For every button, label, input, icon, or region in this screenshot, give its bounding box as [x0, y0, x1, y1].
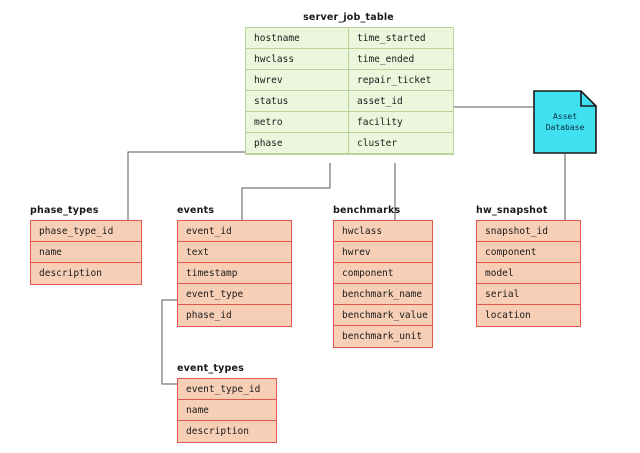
table-row[interactable]: location	[477, 305, 580, 326]
field-status: status	[246, 91, 349, 111]
field-benchmark-name: benchmark_name	[342, 288, 423, 300]
field-description: description	[39, 268, 102, 279]
table-row[interactable]: snapshot_id	[477, 221, 580, 242]
field-serial: serial	[485, 288, 520, 300]
table-row[interactable]: timestamp	[178, 263, 291, 284]
table-row[interactable]: hostname time_started	[246, 28, 453, 49]
table-row[interactable]: status asset_id	[246, 91, 453, 112]
entity-title-phase-types: phase_types	[30, 205, 99, 216]
field-event-type-id: event_type_id	[186, 383, 261, 395]
field-event-id: event_id	[186, 225, 232, 237]
table-row[interactable]: hwclass time_ended	[246, 49, 453, 70]
field-repair-ticket: repair_ticket	[357, 74, 432, 86]
table-row[interactable]: model	[477, 263, 580, 284]
entity-title-hw-snapshot: hw_snapshot	[476, 205, 548, 216]
field-metro: metro	[246, 112, 349, 132]
table-row[interactable]: event_id	[178, 221, 291, 242]
table-row[interactable]: metro facility	[246, 112, 453, 133]
field-hwclass: hwclass	[246, 49, 349, 69]
field-hwclass: hwclass	[342, 225, 383, 237]
field-phase-id: phase_id	[186, 310, 232, 321]
field-time-started: time_started	[357, 32, 426, 44]
field-benchmark-unit: benchmark_unit	[342, 331, 423, 342]
table-row[interactable]: description	[178, 421, 276, 442]
entity-events[interactable]: events event_id text timestamp event_typ…	[177, 205, 292, 327]
field-component: component	[485, 246, 537, 258]
table-row[interactable]: text	[178, 242, 291, 263]
table-row[interactable]: component	[334, 263, 432, 284]
entity-hw-snapshot[interactable]: hw_snapshot snapshot_id component model …	[476, 205, 581, 327]
table-row[interactable]: hwrev	[334, 242, 432, 263]
entity-title-events: events	[177, 205, 215, 216]
table-row[interactable]: phase cluster	[246, 133, 453, 154]
entity-benchmarks[interactable]: benchmarks hwclass hwrev component bench…	[333, 205, 433, 348]
table-row[interactable]: name	[31, 242, 141, 263]
field-asset-id: asset_id	[357, 95, 403, 107]
table-row[interactable]: benchmark_name	[334, 284, 432, 305]
field-name: name	[39, 246, 62, 258]
table-row[interactable]: event_type_id	[178, 379, 276, 400]
entity-event-types[interactable]: event_types event_type_id name descripti…	[177, 363, 277, 443]
entity-title-benchmarks: benchmarks	[333, 205, 401, 216]
external-source-asset-database[interactable]: Asset Database	[533, 90, 597, 154]
field-hwrev: hwrev	[246, 70, 349, 90]
entity-server-job-table[interactable]: server_job_table hostname time_started h…	[245, 12, 454, 155]
entity-title-event-types: event_types	[177, 363, 244, 374]
entity-title-server-job-table: server_job_table	[303, 12, 394, 23]
field-description: description	[186, 426, 249, 437]
entity-box-events: event_id text timestamp event_type phase…	[177, 220, 292, 327]
entity-box-benchmarks: hwclass hwrev component benchmark_name b…	[333, 220, 433, 348]
field-cluster: cluster	[357, 137, 398, 149]
wire-events-to-eventtypes	[161, 299, 177, 385]
entity-box-event-types: event_type_id name description	[177, 378, 277, 443]
field-hwrev: hwrev	[342, 246, 371, 258]
entity-box-phase-types: phase_type_id name description	[30, 220, 142, 285]
field-text: text	[186, 246, 209, 258]
field-snapshot-id: snapshot_id	[485, 225, 548, 237]
table-row[interactable]: event_type	[178, 284, 291, 305]
table-row[interactable]: phase_id	[178, 305, 291, 326]
document-icon	[533, 90, 597, 154]
field-phase-type-id: phase_type_id	[39, 225, 114, 237]
field-hostname: hostname	[246, 28, 349, 48]
table-row[interactable]: component	[477, 242, 580, 263]
table-row[interactable]: serial	[477, 284, 580, 305]
entity-phase-types[interactable]: phase_types phase_type_id name descripti…	[30, 205, 142, 285]
entity-box-server-job-table: hostname time_started hwclass time_ended…	[245, 27, 454, 155]
field-name: name	[186, 404, 209, 416]
field-location: location	[485, 310, 531, 321]
field-timestamp: timestamp	[186, 267, 238, 279]
table-row[interactable]: description	[31, 263, 141, 284]
field-phase: phase	[246, 133, 349, 153]
table-row[interactable]: hwclass	[334, 221, 432, 242]
table-row[interactable]: phase_type_id	[31, 221, 141, 242]
table-row[interactable]: name	[178, 400, 276, 421]
field-benchmark-value: benchmark_value	[342, 309, 428, 321]
table-row[interactable]: benchmark_unit	[334, 326, 432, 347]
entity-box-hw-snapshot: snapshot_id component model serial locat…	[476, 220, 581, 327]
table-row[interactable]: benchmark_value	[334, 305, 432, 326]
field-model: model	[485, 267, 514, 279]
field-component: component	[342, 267, 394, 279]
field-time-ended: time_ended	[357, 53, 415, 65]
table-row[interactable]: hwrev repair_ticket	[246, 70, 453, 91]
field-event-type: event_type	[186, 288, 244, 300]
field-facility: facility	[357, 116, 403, 128]
